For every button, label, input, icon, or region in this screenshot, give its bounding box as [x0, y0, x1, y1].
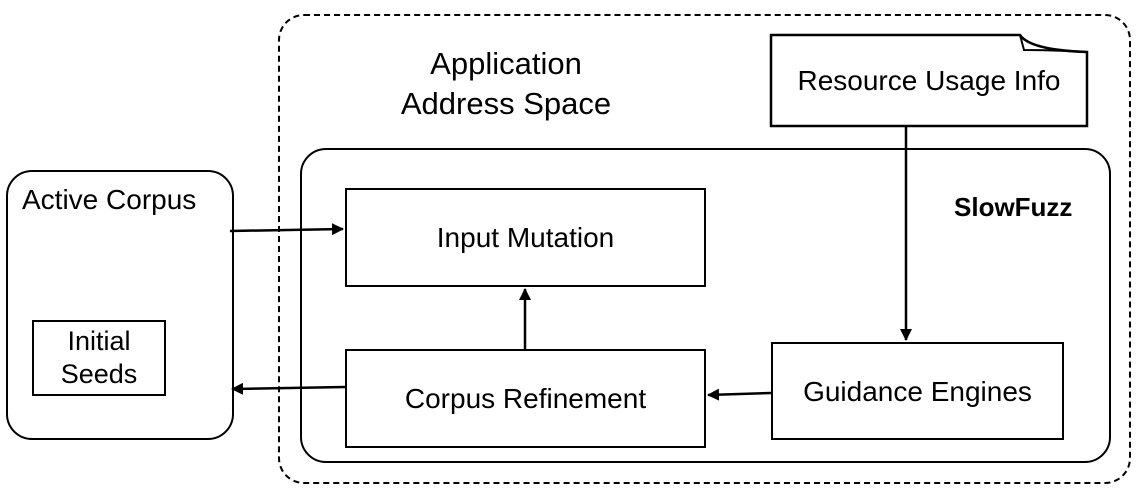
initial-seeds-label-line1: Initial: [67, 326, 131, 356]
slowfuzz-title: SlowFuzz: [954, 192, 1073, 222]
active-corpus-container: [6, 170, 234, 440]
guidance-engines-label: Guidance Engines: [803, 375, 1032, 407]
initial-seeds-box: Initial Seeds: [32, 320, 166, 396]
guidance-engines-box: Guidance Engines: [771, 342, 1064, 440]
corpus-refinement-box: Corpus Refinement: [345, 349, 706, 448]
active-corpus-label: Active Corpus: [22, 184, 197, 215]
slowfuzz-container: [300, 148, 1111, 463]
resource-usage-info-label: Resource Usage Info: [797, 65, 1061, 96]
corpus-refinement-label: Corpus Refinement: [404, 383, 647, 414]
application-address-space-label: Application Address Space: [388, 44, 624, 124]
application-address-space-label-line2: Address Space: [400, 86, 612, 121]
input-mutation-box: Input Mutation: [345, 188, 706, 287]
application-address-space-container: [278, 14, 1131, 484]
input-mutation-label: Input Mutation: [436, 222, 615, 253]
application-address-space-label-line1: Application: [430, 46, 582, 81]
initial-seeds-label-line2: Seeds: [60, 359, 138, 389]
